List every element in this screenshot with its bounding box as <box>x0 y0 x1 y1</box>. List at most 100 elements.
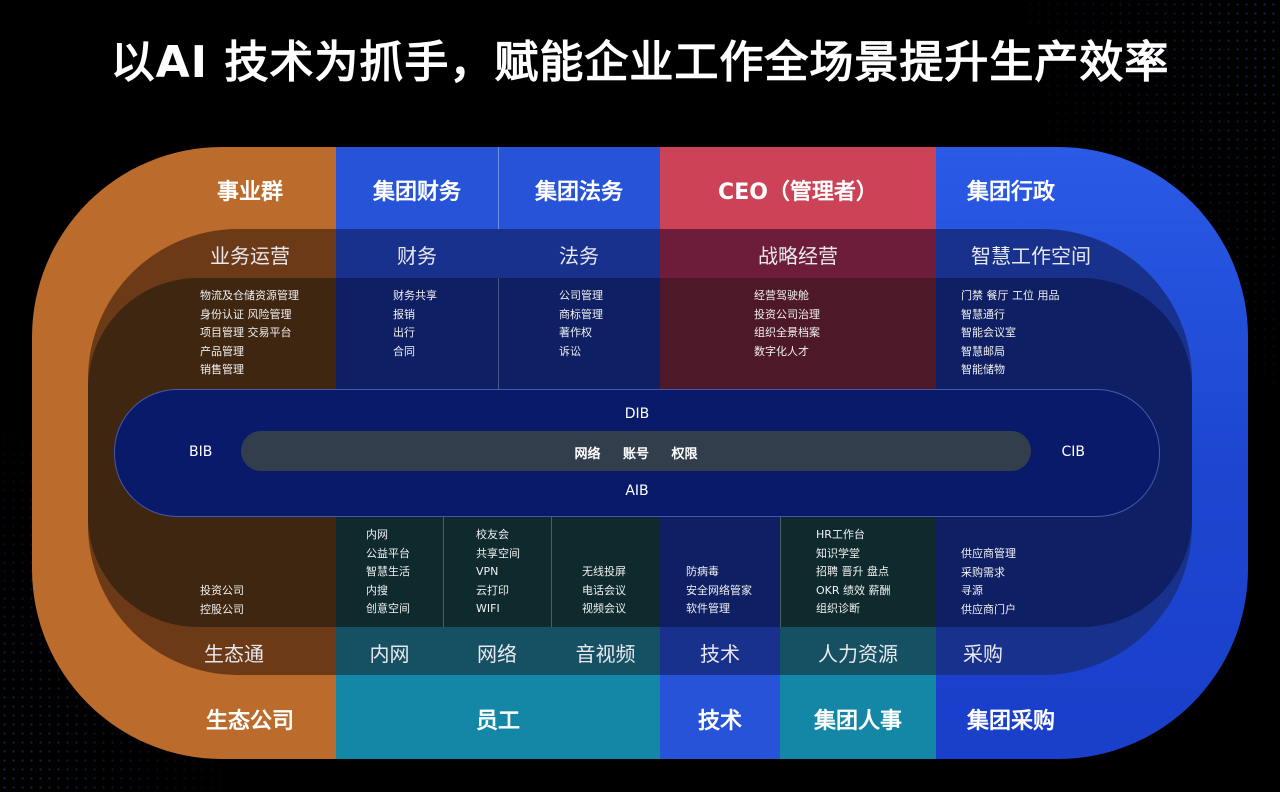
group-eco-company: 生态公司 <box>205 709 294 734</box>
outer-segment-teal-right <box>780 675 936 759</box>
list-item: 智慧邮局 <box>961 344 1005 358</box>
core-item-account: 账号 <box>622 447 649 462</box>
sub-smart-workspace: 智慧工作空间 <box>971 244 1091 268</box>
group-legal: 集团法务 <box>534 180 623 205</box>
list-item: 门禁 餐厅 工位 用品 <box>961 289 1060 302</box>
list-item: 产品管理 <box>200 344 244 358</box>
list-item: 项目管理 交易平台 <box>200 326 292 339</box>
middle-segment-blue-bottom <box>660 626 780 675</box>
core-label-cib: CIB <box>1061 444 1085 460</box>
core-label-bib: BIB <box>189 444 213 460</box>
list-item: 投资公司 <box>200 584 244 597</box>
group-employee: 员工 <box>475 709 520 734</box>
list-item: 出行 <box>393 326 415 339</box>
group-admin: 集团行政 <box>966 180 1055 205</box>
list-item: 投资公司治理 <box>754 307 820 321</box>
group-purchasing: 集团采购 <box>966 709 1055 734</box>
list-item: 组织诊断 <box>816 602 860 615</box>
outer-segment-blue-bottom <box>660 675 780 759</box>
list-item: 供应商门户 <box>961 602 1016 616</box>
page-title: 以AI 技术为抓手，赋能企业工作全场景提升生产效率 <box>110 37 1170 88</box>
list-item: 寻源 <box>961 584 983 597</box>
list-item: 云打印 <box>476 583 509 597</box>
sub-hr: 人力资源 <box>818 642 898 666</box>
divider-intranet-network <box>443 514 444 627</box>
sub-av: 音视频 <box>575 642 636 666</box>
list-item: 智慧通行 <box>961 307 1005 321</box>
list-item: 财务共享 <box>393 289 437 302</box>
sub-network: 网络 <box>477 642 517 666</box>
core-item-network: 网络 <box>574 447 601 462</box>
core-label-aib: AIB <box>625 483 649 499</box>
core-platform: DIB BIB CIB AIB 网络 账号 权限 <box>114 389 1160 517</box>
list-strategy: 经营驾驶舱 投资公司治理 组织全景档案 数字化人才 <box>754 287 820 361</box>
core-label-dib: DIB <box>624 406 650 422</box>
list-item: WIFI <box>476 602 500 615</box>
list-item: 防病毒 <box>686 565 719 578</box>
list-item: 内网 <box>366 528 388 541</box>
list-item: 招聘 晋升 盘点 <box>816 565 889 578</box>
list-item: 身份认证 风险管理 <box>200 307 292 321</box>
group-finance: 集团财务 <box>372 180 461 205</box>
list-item: 组织全景档案 <box>754 326 820 339</box>
middle-segment-teal <box>336 626 660 675</box>
group-hr: 集团人事 <box>813 709 902 734</box>
list-item: 报销 <box>393 307 415 321</box>
list-purchase: 供应商管理 采购需求 寻源 供应商门户 <box>961 545 1016 619</box>
list-workspace: 门禁 餐厅 工位 用品 智慧通行 智能会议室 智慧邮局 智能储物 <box>961 287 1060 380</box>
sub-intranet: 内网 <box>369 642 410 666</box>
list-item: 电话会议 <box>582 583 626 597</box>
top-divider <box>498 147 499 231</box>
list-item: 内搜 <box>366 583 388 597</box>
core-item-permission: 权限 <box>671 447 698 462</box>
list-item: 视频会议 <box>582 602 626 615</box>
list-item: 知识学堂 <box>816 546 860 560</box>
list-item: 采购需求 <box>961 565 1005 579</box>
list-network: 校友会 共享空间 VPN 云打印 WIFI <box>476 526 520 619</box>
sub-finance: 财务 <box>397 244 437 268</box>
sub-legal: 法务 <box>559 244 599 268</box>
list-item: OKR 绩效 薪酬 <box>816 583 891 597</box>
inner-segment-blue-bottom <box>660 514 780 627</box>
list-item: 控股公司 <box>200 602 244 616</box>
sub-strategy: 战略经营 <box>758 244 838 268</box>
list-item: 创意空间 <box>366 602 410 615</box>
divider-finance-legal <box>498 278 499 389</box>
sub-tech: 技术 <box>700 642 740 666</box>
divider-tech-hr <box>780 514 781 627</box>
list-item: 物流及仓储资源管理 <box>200 289 299 302</box>
list-item: 智能储物 <box>961 363 1005 376</box>
list-item: 著作权 <box>559 326 592 339</box>
divider-network-av <box>551 514 552 627</box>
sub-ecosystem: 生态通 <box>204 642 264 666</box>
list-item: HR工作台 <box>816 528 865 541</box>
list-item: 安全网络管家 <box>686 583 752 597</box>
group-tech: 技术 <box>697 709 742 734</box>
list-item: 公司管理 <box>559 289 603 302</box>
list-item: 公益平台 <box>366 546 410 560</box>
list-item: 数字化人才 <box>754 344 809 358</box>
list-item: 共享空间 <box>476 546 520 560</box>
core-bar: 网络 账号 权限 <box>241 431 1031 471</box>
list-tech: 防病毒 安全网络管家 软件管理 <box>686 563 752 619</box>
list-av: 无线投屏 电话会议 视频会议 <box>582 563 626 619</box>
middle-segment-teal-right <box>780 626 936 675</box>
list-item: 智能会议室 <box>961 326 1016 339</box>
list-item: 合同 <box>393 344 415 358</box>
list-item: 无线投屏 <box>582 565 626 578</box>
list-item: 销售管理 <box>200 363 244 376</box>
list-item: 供应商管理 <box>961 547 1016 560</box>
list-intranet: 内网 公益平台 智慧生活 内搜 创意空间 <box>366 526 410 619</box>
core-bar-items: 网络 账号 权限 <box>241 443 1031 462</box>
list-item: VPN <box>476 565 499 578</box>
sub-purchase: 采购 <box>963 642 1003 666</box>
list-item: 校友会 <box>476 528 509 541</box>
list-item: 智慧生活 <box>366 565 410 578</box>
sub-operations: 业务运营 <box>210 244 290 268</box>
list-legal: 公司管理 商标管理 著作权 诉讼 <box>559 287 603 361</box>
list-item: 商标管理 <box>559 307 603 321</box>
inner-segment-teal <box>336 514 660 627</box>
list-operations: 物流及仓储资源管理 身份认证 风险管理 项目管理 交易平台 产品管理 销售管理 <box>200 287 299 380</box>
group-business: 事业群 <box>216 180 283 205</box>
list-hr: HR工作台 知识学堂 招聘 晋升 盘点 OKR 绩效 薪酬 组织诊断 <box>816 526 891 619</box>
